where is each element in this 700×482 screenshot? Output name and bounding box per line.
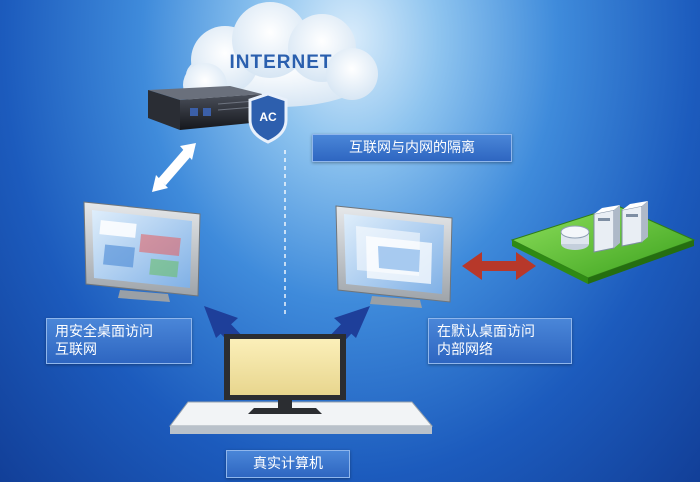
secure-desktop-label: 用安全桌面访问 互联网 [46, 318, 192, 364]
internet-label: INTERNET [229, 52, 333, 73]
default-desktop-label: 在默认桌面访问 内部网络 [428, 318, 572, 364]
default-desktop-monitor-icon [335, 205, 453, 308]
ac-badge-text: AC [259, 110, 277, 124]
internal-network-double-arrow [462, 252, 536, 280]
isolation-label-text: 互联网与内网的隔离 [349, 140, 475, 156]
default-desktop-label-line2: 内部网络 [437, 342, 493, 358]
secure-desktop-monitor-icon [83, 201, 201, 302]
ac-shield-icon [248, 92, 288, 144]
isolation-label: 互联网与内网的隔离 [312, 134, 512, 162]
internal-network-servers-icon [510, 201, 696, 284]
real-computer-label-text: 真实计算机 [253, 456, 323, 472]
secure-desktop-label-line2: 互联网 [55, 342, 97, 358]
gateway-server-icon [148, 86, 262, 130]
secure-desktop-label-line1: 用安全桌面访问 [55, 324, 153, 340]
real-computer-icon [169, 334, 434, 434]
connection-double-arrow [152, 143, 196, 192]
real-computer-label: 真实计算机 [226, 450, 350, 478]
default-desktop-label-line1: 在默认桌面访问 [437, 324, 535, 340]
